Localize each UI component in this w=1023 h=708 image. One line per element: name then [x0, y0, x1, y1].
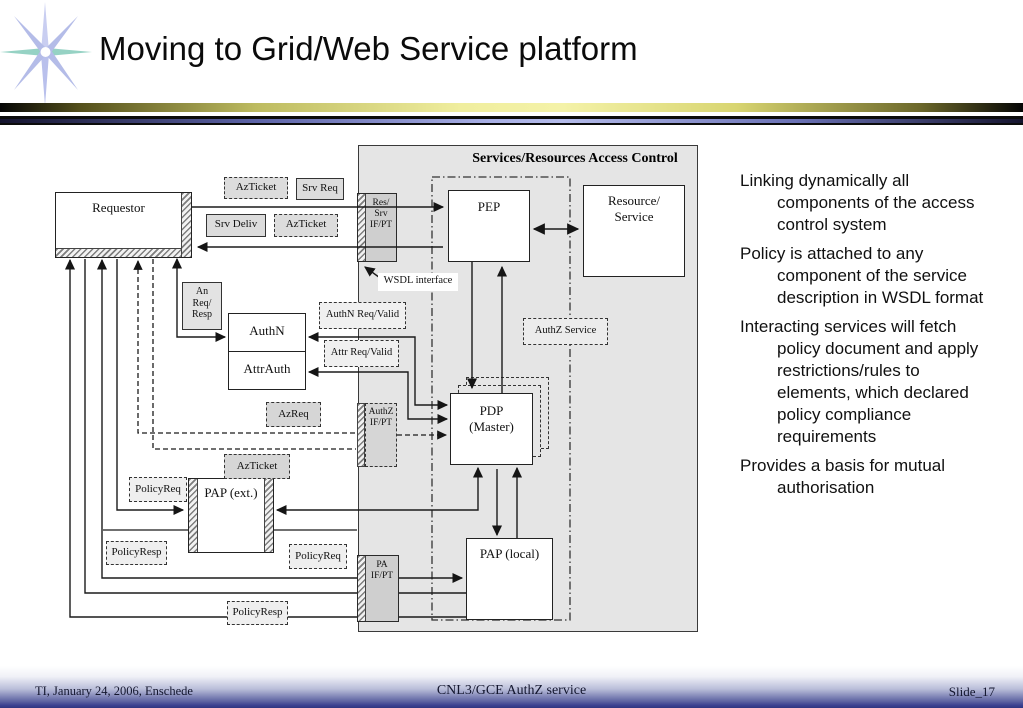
bullet-4: Provides a basis for mutual authorisatio… — [740, 456, 946, 497]
bullet-1: Linking dynamically all components of th… — [740, 171, 975, 234]
label-srv-deliv: Srv Deliv — [206, 214, 266, 237]
divider-black-line-top — [0, 116, 1023, 119]
label-an-req-resp: An Req/ Resp — [182, 282, 222, 330]
starburst-logo-icon — [0, 2, 92, 106]
attrauth-compartment: AttrAuth — [229, 351, 305, 389]
feedback-line-mid — [84, 259, 470, 594]
footer-date: TI, January 24, 2006, Enschede — [35, 684, 193, 698]
box-resource-service: Resource/ Service — [583, 185, 685, 277]
divider-blue-bar — [0, 119, 1023, 123]
requestor-authn-path — [171, 257, 227, 343]
divider-black-line-bottom — [0, 123, 1023, 125]
pap-ext-pdp-path — [275, 466, 484, 516]
footer — [0, 666, 1023, 708]
authn-compartment: AuthN — [249, 323, 285, 338]
res-srv-ifpt-hatch — [358, 194, 366, 261]
label-azticket-mid: AzTicket — [224, 454, 290, 479]
box-pap-ext: PAP (ext.) — [188, 478, 274, 553]
box-pdp-master: PDP (Master) — [450, 393, 533, 465]
pap-ext-right-hatch — [264, 479, 273, 552]
region-title: Services/Resources Access Control — [472, 151, 678, 166]
label-authn-req-valid: AuthN Req/Valid — [319, 302, 406, 329]
label-azticket-top: AzTicket — [224, 177, 288, 199]
page-title: Moving to Grid/Web Service platform — [99, 30, 638, 67]
attrauth-pdp-path — [307, 366, 449, 425]
requestor-right-hatch — [181, 193, 191, 257]
pa-ifpt-block: PA IF/PT — [357, 555, 399, 622]
label-authz-service: AuthZ Service — [523, 318, 608, 345]
label-policyreq-mid: PolicyReq — [289, 544, 347, 569]
label-policyreq-left: PolicyReq — [129, 477, 187, 502]
label-policyresp-left: PolicyResp — [106, 541, 167, 565]
divider-gold-bar — [0, 103, 1023, 112]
bullet-text-block: Linking dynamically all components of th… — [740, 170, 998, 506]
azreq-dashed-line — [133, 259, 356, 434]
box-pap-local: PAP (local) — [466, 538, 553, 620]
policyreq-line-to-pap-ext — [116, 259, 185, 516]
label-azticket-return: AzTicket — [274, 214, 338, 237]
label-srv-req: Srv Req — [296, 178, 344, 200]
pap-ext-left-hatch — [189, 479, 198, 552]
feedback-line-to-pap-local — [96, 258, 464, 584]
label-attr-req-valid: Attr Req/Valid — [324, 340, 399, 367]
label-policyresp-bottom: PolicyResp — [227, 601, 288, 625]
footer-title: CNL3/GCE AuthZ service — [436, 683, 587, 698]
feedback-line-bottom — [64, 258, 470, 618]
pa-ifpt-hatch — [358, 556, 366, 621]
footer-slide-number: Slide_17 — [948, 684, 995, 699]
bullet-3: Interacting services will fetch policy d… — [740, 317, 979, 446]
box-pep: PEP — [448, 190, 530, 262]
requestor-bottom-hatch — [56, 248, 181, 257]
res-srv-ifpt-block: Res/ Srv IF/PT — [357, 193, 397, 262]
label-azreq: AzReq — [266, 402, 321, 427]
authz-service-dashdot-boundary — [431, 176, 571, 621]
bullet-2: Policy is attached to any component of t… — [740, 244, 984, 307]
box-requestor: Requestor — [55, 192, 192, 258]
label-wsdl-interface: WSDL interface — [378, 273, 458, 291]
box-authn-attrauth: AuthN AttrAuth — [228, 313, 306, 390]
